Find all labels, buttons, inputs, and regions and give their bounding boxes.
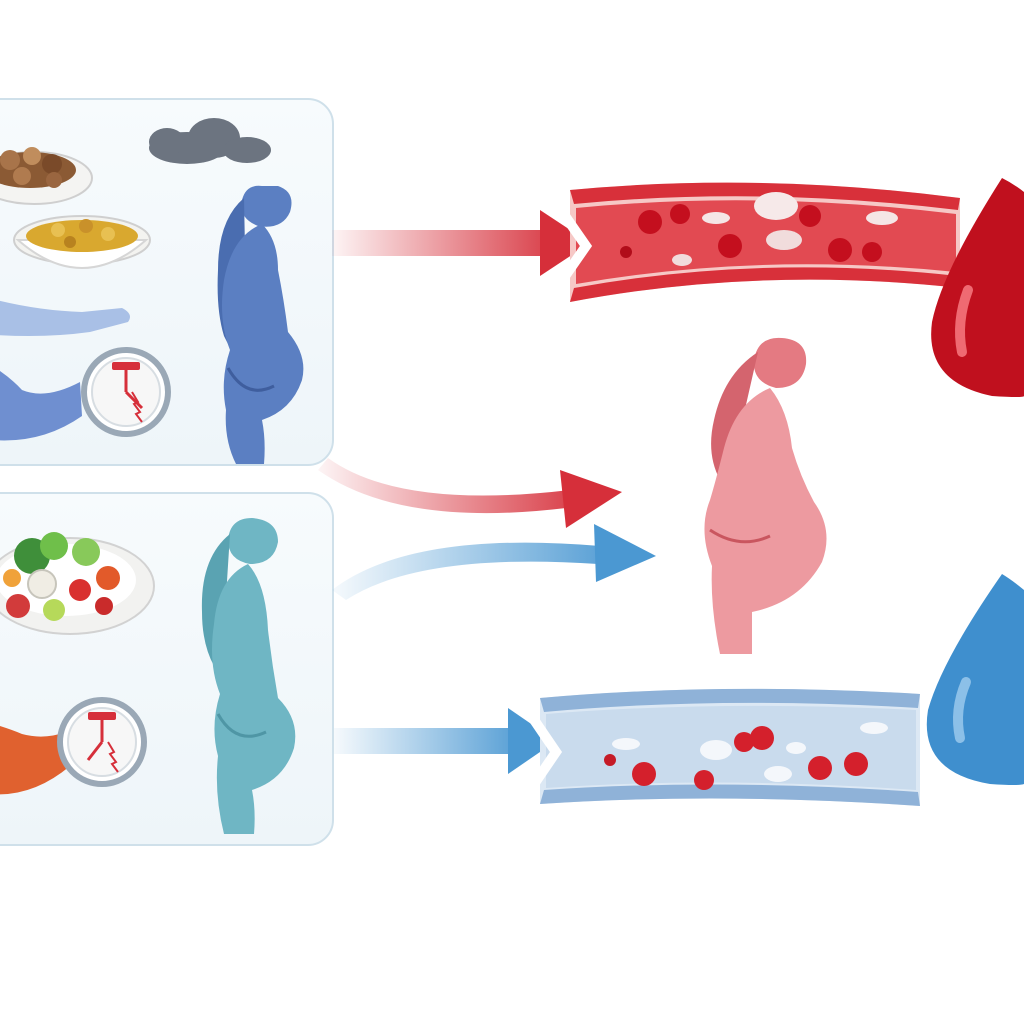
red-blood-cells <box>620 204 882 262</box>
panel-unhealthy-lifestyle <box>0 98 334 466</box>
arrow-to-normal-vessel <box>334 708 556 774</box>
vegetable-salad-plate-icon <box>0 532 155 635</box>
arrow-blue-to-outcome <box>332 524 656 600</box>
arrow-red-to-outcome <box>318 458 622 528</box>
clock-icon <box>57 697 147 787</box>
pregnant-woman-figure-blue <box>217 185 304 464</box>
panel-healthy-art <box>0 518 296 834</box>
water-drop-blue-icon <box>926 574 1024 785</box>
arm-icon <box>0 371 82 441</box>
arrow-to-high-vessel <box>332 210 590 276</box>
reaching-arm-icon <box>0 300 130 336</box>
plaque-deposits <box>672 192 898 266</box>
panel-unhealthy-art <box>0 118 304 464</box>
blood-vessel-normal <box>521 688 920 806</box>
pregnant-woman-figure-teal <box>201 518 296 834</box>
arm-icon <box>0 726 70 795</box>
red-blood-cells <box>604 726 868 790</box>
blood-vessel-high <box>549 182 960 302</box>
clock-icon <box>81 347 171 437</box>
fried-food-plate-icon <box>0 147 93 205</box>
pasta-bowl-icon <box>13 215 151 269</box>
blood-drop-red-icon <box>931 178 1024 397</box>
storm-cloud-icon <box>149 118 271 164</box>
panel-healthy-lifestyle <box>0 492 334 846</box>
pregnant-woman-figure-pink <box>704 337 827 654</box>
platelets <box>612 722 888 782</box>
